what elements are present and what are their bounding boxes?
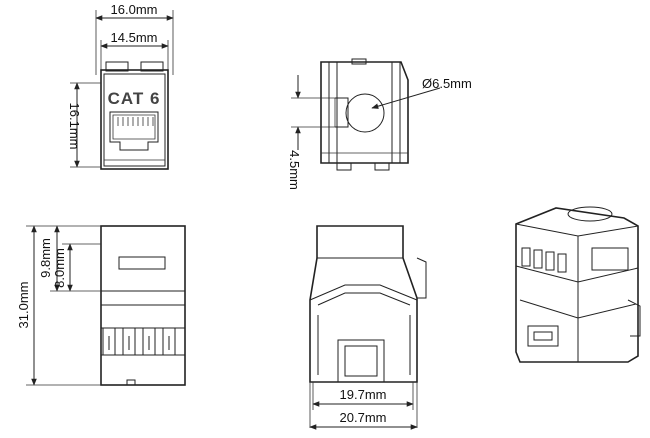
iso-idc-terminals	[521, 247, 629, 273]
dim-outer-width: 20.7mm	[340, 410, 387, 425]
dim-hole-diameter: Ø6.5mm	[422, 76, 472, 91]
idc-terminals	[102, 327, 176, 356]
diameter-leader	[371, 87, 441, 109]
dim-slot-height: 8.0mm	[52, 248, 67, 288]
dim-front-inner-width: 14.5mm	[111, 30, 158, 45]
side-view: Ø6.5mm 4.5mm	[287, 58, 472, 190]
iso-hole	[567, 206, 613, 222]
latch-slot	[118, 256, 166, 270]
front-body-outline	[100, 69, 169, 170]
jack-opening-top	[337, 339, 385, 383]
dim-front-outer-width: 16.0mm	[111, 2, 158, 17]
rj45-opening	[109, 111, 159, 151]
top-body-outline	[309, 225, 418, 383]
contact-pins	[117, 117, 154, 126]
dim-side-offset: 4.5mm	[287, 150, 302, 190]
side-body-outline	[320, 61, 409, 164]
iso-body-outline	[515, 207, 639, 363]
hole-circle	[345, 93, 385, 133]
cat6-label: CAT 6	[108, 89, 161, 108]
front-view: 16.0mm 14.5mm CAT 6 16.1mm	[67, 2, 174, 170]
dim-inner-width: 19.7mm	[340, 387, 387, 402]
dim-latch-height: 9.8mm	[38, 238, 53, 278]
isometric-view	[515, 206, 641, 363]
rear-view-left: 31.0mm 9.8mm 8.0mm	[16, 225, 186, 386]
dim-front-height: 16.1mm	[67, 103, 82, 150]
top-view-middle: 19.7mm 20.7mm	[309, 225, 427, 430]
dim-total-height: 31.0mm	[16, 282, 31, 329]
